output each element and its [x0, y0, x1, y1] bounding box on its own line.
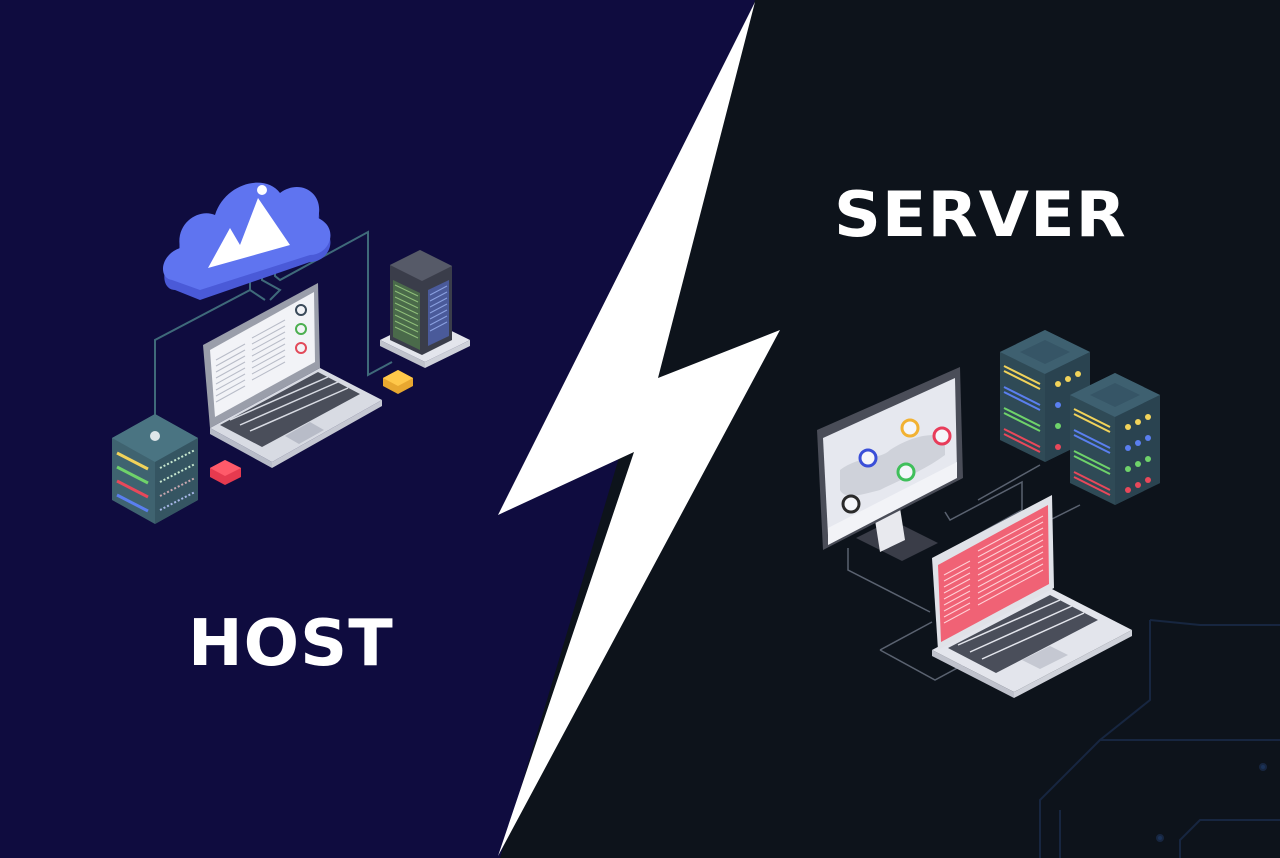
- host-title: HOST: [188, 607, 394, 681]
- server-tower: [380, 250, 470, 368]
- red-block: [210, 460, 241, 485]
- server-laptop: [932, 495, 1132, 698]
- server-illustration: [817, 330, 1160, 698]
- server-rack-2: [1070, 373, 1160, 505]
- left-background: [0, 0, 755, 858]
- server-title: SERVER: [834, 178, 1127, 251]
- lightning-bolt-icon: [498, 2, 780, 856]
- server-stack: [112, 414, 198, 524]
- cloud-icon: [162, 182, 331, 300]
- yellow-block: [383, 370, 413, 394]
- circuit-lines-decoration: [1039, 619, 1280, 858]
- desktop-monitor: [817, 367, 963, 550]
- host-laptop: [203, 283, 382, 468]
- host-illustration: [112, 182, 470, 524]
